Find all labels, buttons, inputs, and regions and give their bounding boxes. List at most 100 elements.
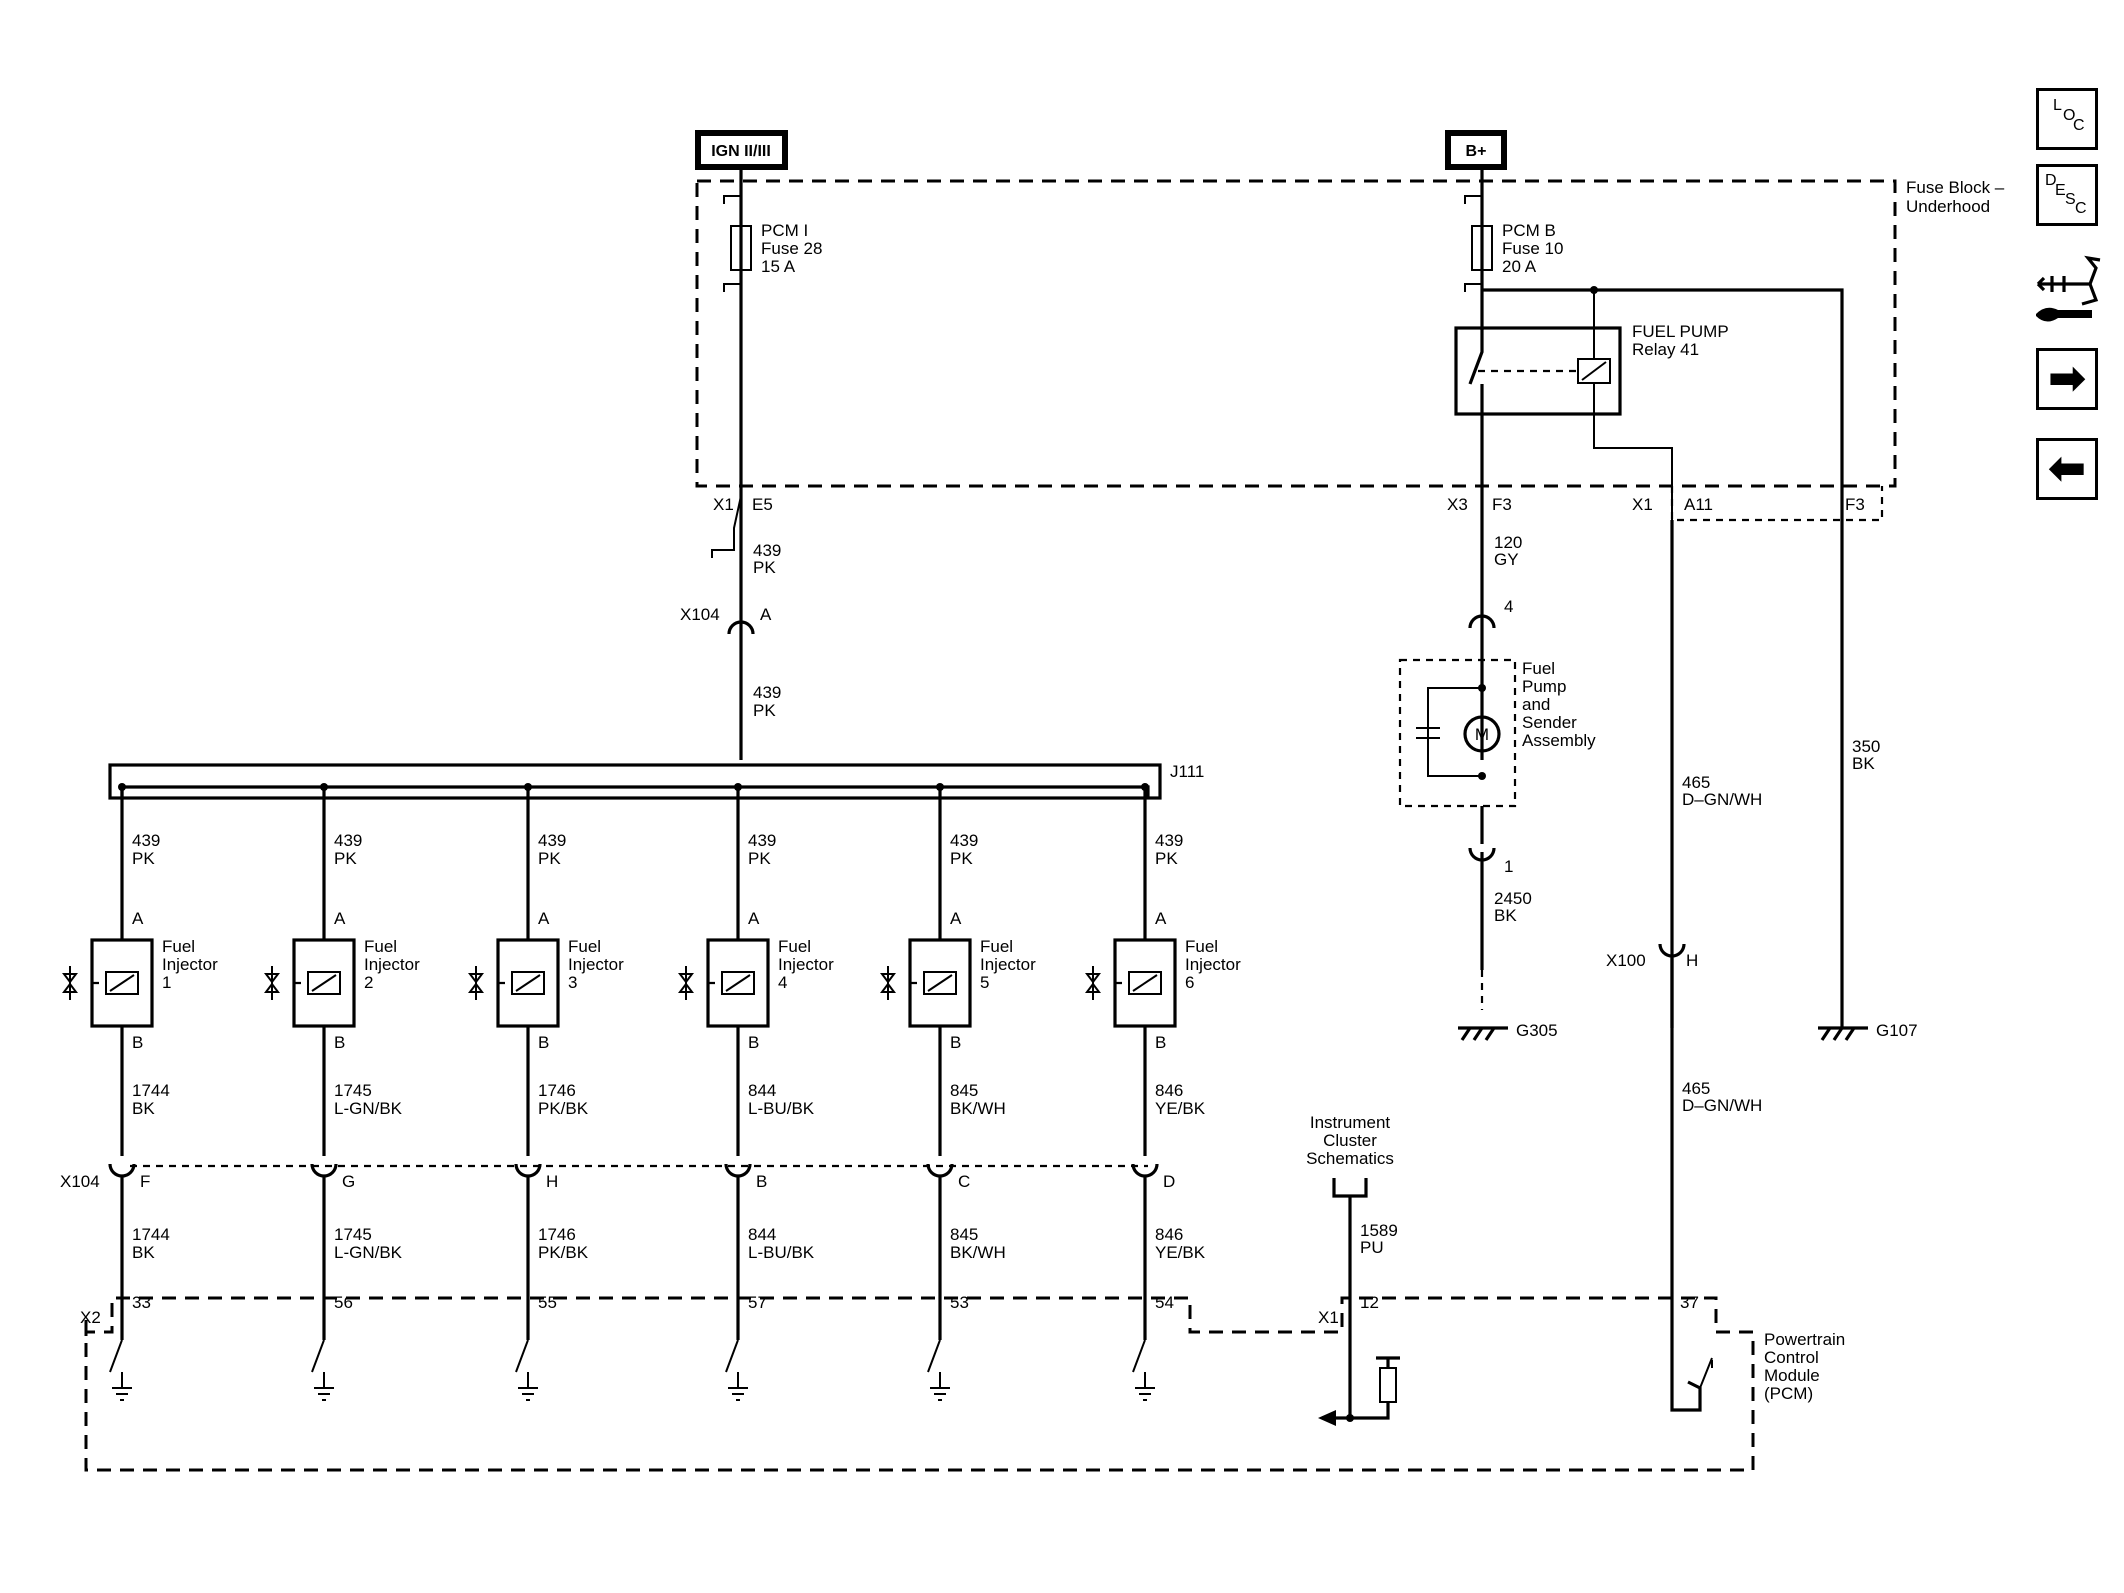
x104-a-connector (727, 620, 755, 635)
x1-e5-terminal (711, 495, 742, 558)
pcm-driver-ground-icon (927, 1339, 950, 1401)
x104-bottom-pin: H (546, 1172, 558, 1191)
location-button[interactable]: L O C (2036, 88, 2098, 150)
fuse-10-line-1: PCM B (1502, 221, 1556, 240)
fuel-pump-relay (1454, 326, 1622, 416)
cluster-ref-3: Schematics (1306, 1149, 1394, 1168)
x104-bottom-pin: D (1163, 1172, 1175, 1191)
pump-motor-icon (1463, 715, 1501, 753)
wire-120-number: 120 (1494, 533, 1522, 552)
fb-f3-left-label: F3 (1492, 495, 1512, 514)
pcm-pin-37-switch (1699, 1357, 1713, 1389)
relay-coil-icon (1577, 358, 1611, 384)
wire-439-mid-color: PK (753, 701, 776, 720)
injector-feed-color: PK (334, 849, 357, 868)
fuse-block-title-1: Fuse Block – (1906, 178, 2005, 197)
fb-x1-right-label: X1 (1632, 495, 1653, 514)
wire-465-bottom-color: D–GN/WH (1682, 1096, 1762, 1115)
x100-pin: H (1686, 951, 1698, 970)
injector-feed-color: PK (538, 849, 561, 868)
injector-valve-icon (468, 966, 484, 1000)
pcm-title-3: Module (1764, 1366, 1820, 1385)
j111-bus (120, 785, 1150, 798)
injector-ctrl-color-bottom: BK (132, 1243, 155, 1262)
injector-pin-a: A (132, 909, 144, 928)
injector-coil-slash (311, 974, 337, 992)
next-page-button[interactable]: ➡ (2036, 348, 2098, 410)
injector-title-2: Injector (778, 955, 834, 974)
fuse-28-line-3: 15 A (761, 257, 796, 276)
pump-motor-label: M (1475, 725, 1489, 744)
ign-source-label: IGN II/III (711, 143, 771, 160)
connector-tool-button[interactable] (2030, 248, 2104, 328)
arrow-right-icon: ➡ (2048, 354, 2086, 403)
injector-title-2: Injector (1185, 955, 1241, 974)
pump-title-1: Fuel (1522, 659, 1555, 678)
injector-feed-color: PK (1155, 849, 1178, 868)
previous-page-button[interactable]: ⬅ (2036, 438, 2098, 500)
injector-pin-a: A (748, 909, 760, 928)
relay-switch (1468, 328, 1484, 760)
injector-ctrl-color-bottom: L-BU/BK (748, 1243, 815, 1262)
injector-pin-b: B (748, 1033, 759, 1052)
fuse-28-line-1: PCM I (761, 221, 808, 240)
pcm-boundary (84, 1296, 1755, 1472)
injector-title-1: Fuel (568, 937, 601, 956)
injector-pin-a: A (1155, 909, 1167, 928)
wire-439-top-number: 439 (753, 541, 781, 560)
injector-feed-number: 439 (748, 831, 776, 850)
pcm-injector-pin: 56 (334, 1293, 353, 1312)
injector-ctrl-color-bottom: L-GN/BK (334, 1243, 403, 1262)
injector-feed-number: 439 (132, 831, 160, 850)
pump-title-2: Pump (1522, 677, 1566, 696)
pcm-injector-pin: 57 (748, 1293, 767, 1312)
injector-coil-slash (1132, 974, 1158, 992)
injector-ctrl-color-bottom: PK/BK (538, 1243, 589, 1262)
pcm-driver-ground-icon (109, 1339, 132, 1401)
relay-coil-control-wire (1593, 290, 1673, 945)
pcm-driver-ground-icon (1132, 1339, 1155, 1401)
j111-splice-pack (108, 763, 1162, 800)
injector-coil-slash (109, 974, 135, 992)
injector-valve-icon (880, 966, 896, 1000)
pcm-injector-pin: 55 (538, 1293, 557, 1312)
injector-ctrl-number-top: 1746 (538, 1081, 576, 1100)
injector-pin-b: B (334, 1033, 345, 1052)
injector-ctrl-color-top: YE/BK (1155, 1099, 1206, 1118)
g107-label: G107 (1876, 1021, 1918, 1040)
injector-title-3: 6 (1185, 973, 1194, 992)
injector-valve-icon (678, 966, 694, 1000)
pcm-driver-ground-icon (311, 1339, 334, 1401)
injector-pin-b: B (950, 1033, 961, 1052)
fuel-injector-3: 439PKAFuelInjector3B1746PK/BKH1746PK/BK5… (468, 783, 624, 1401)
description-button[interactable]: D E S C (2036, 164, 2098, 226)
x104-bottom-label: X104 (60, 1172, 100, 1191)
wire-465-bottom-number: 465 (1682, 1079, 1710, 1098)
x104-bottom-pin: G (342, 1172, 355, 1191)
pump-sender-loop (1427, 687, 1482, 777)
fuse-block-boundary (695, 179, 1897, 488)
injector-ctrl-number-top: 845 (950, 1081, 978, 1100)
injector-ctrl-number-bottom: 846 (1155, 1225, 1183, 1244)
x104-bottom-pin: B (756, 1172, 767, 1191)
injector-title-2: Injector (364, 955, 420, 974)
injector-title-1: Fuel (778, 937, 811, 956)
pump-connector-top (1468, 614, 1496, 629)
wire-465-pcm-line (1670, 956, 1702, 1412)
injector-feed-number: 439 (538, 831, 566, 850)
fb-x1-left-label: X1 (713, 495, 734, 514)
pcm-x1-label: X1 (1318, 1308, 1339, 1327)
injector-title-3: 3 (568, 973, 577, 992)
arrow-left-icon: ⬅ (2048, 444, 2086, 493)
injector-ctrl-number-bottom: 1744 (132, 1225, 170, 1244)
loc-letter-c: C (2073, 117, 2085, 134)
injector-title-3: 2 (364, 973, 373, 992)
pcm-pullup-resistor (1379, 1367, 1397, 1403)
injector-ctrl-color-top: L-BU/BK (748, 1099, 815, 1118)
injector-ctrl-color-top: BK (132, 1099, 155, 1118)
relay-coil-feed-and-ground-wire (1482, 288, 1844, 1028)
fb-a11-label: A11 (1684, 495, 1713, 514)
injector-feed-color: PK (132, 849, 155, 868)
